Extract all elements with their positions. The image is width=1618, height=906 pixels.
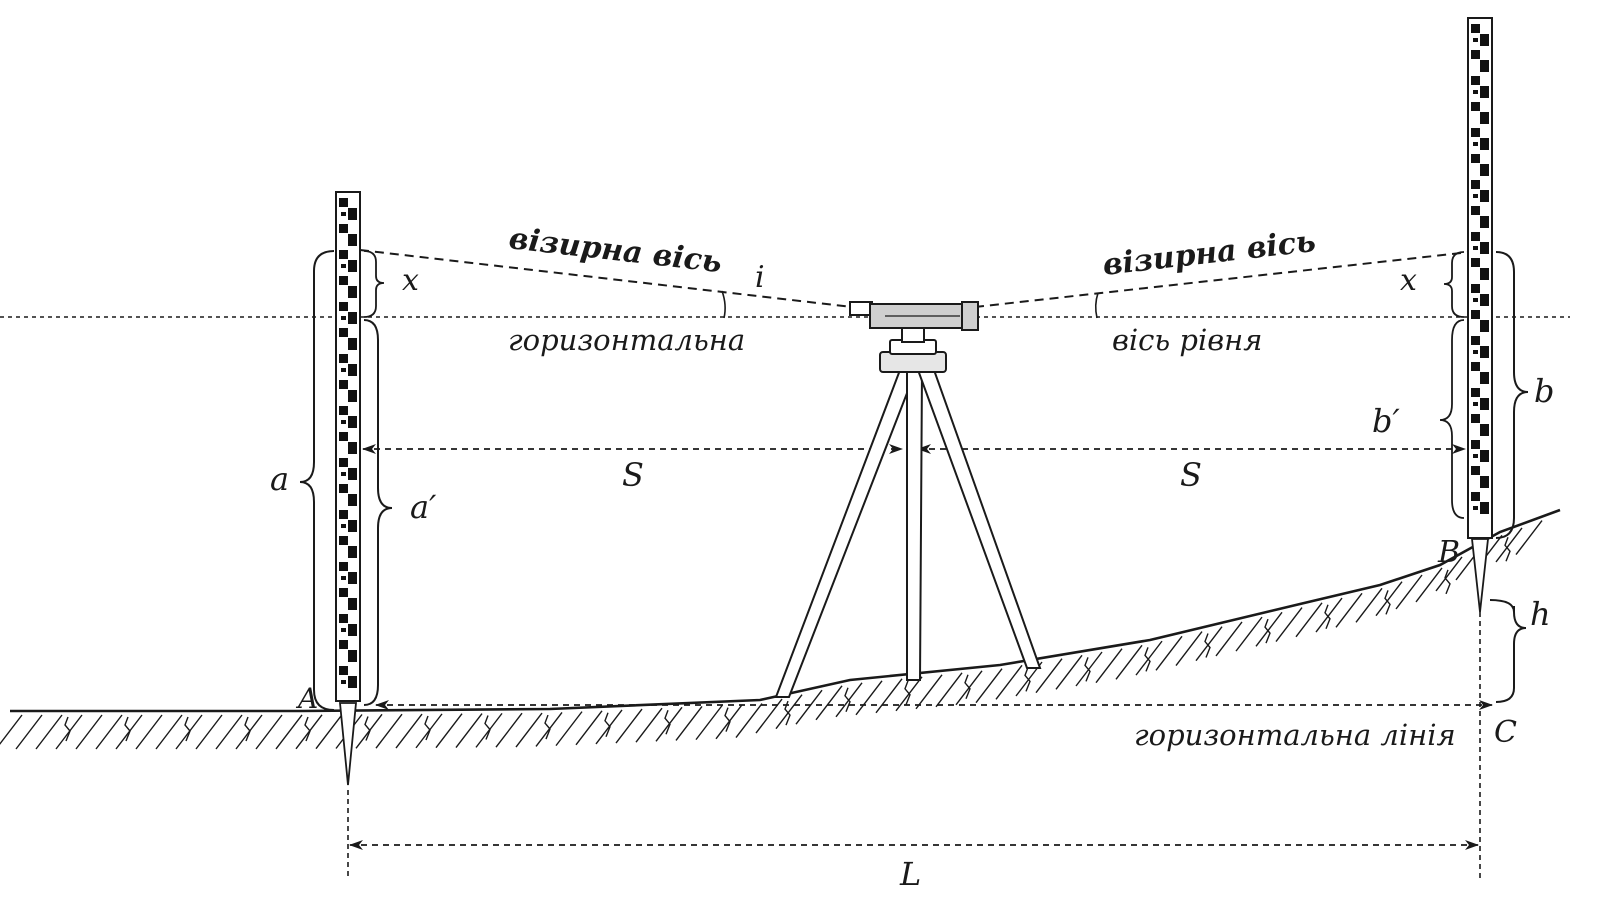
ground-hatching-icon (0, 520, 1543, 750)
level-axis-label: вісь рівня (1112, 323, 1262, 357)
stake-icon (339, 702, 357, 786)
b-label: b (1534, 372, 1554, 410)
brace-x-right (1443, 251, 1465, 318)
brace-a-prime (363, 319, 393, 706)
sight-axis-left-line (359, 249, 853, 308)
point-c-label: C (1494, 715, 1517, 750)
h-label: h (1530, 595, 1551, 633)
leveling-staff-right (1467, 17, 1493, 613)
l-label: L (899, 855, 921, 893)
leveling-staff-left (335, 191, 361, 786)
x-right-label: x (1400, 263, 1417, 298)
leveling-staff-icon (1471, 24, 1489, 514)
level-instrument-icon (849, 301, 979, 331)
stake-icon (1470, 538, 1490, 613)
angle-i-label: i (755, 260, 765, 295)
s-left-label: S (622, 456, 644, 494)
brace-x-left (363, 250, 385, 318)
point-b-label: B (1437, 535, 1460, 570)
brace-b-prime (1439, 319, 1465, 519)
angle-i-arc-right (1094, 292, 1099, 319)
s-right-label: S (1180, 456, 1202, 494)
a-label: a (270, 460, 289, 498)
angle-i-arc-left (721, 290, 726, 319)
sight-axis-right-line (974, 251, 1471, 308)
a-prime-label: a′ (410, 488, 437, 526)
b-prime-label: b′ (1372, 402, 1400, 440)
point-a-label: A (295, 682, 318, 715)
horizontal-line-label: горизонтальна лінія (1134, 718, 1456, 752)
brace-b (1495, 251, 1529, 539)
brace-h (1489, 599, 1527, 703)
leveling-staff-icon (339, 198, 357, 688)
horizontal-label: горизонтальна (508, 323, 745, 357)
x-left-label: x (402, 263, 419, 298)
tripod-icon (774, 326, 1042, 698)
sight-axis-right-label: візирна вісь (1101, 224, 1318, 283)
brace-a (299, 250, 335, 711)
